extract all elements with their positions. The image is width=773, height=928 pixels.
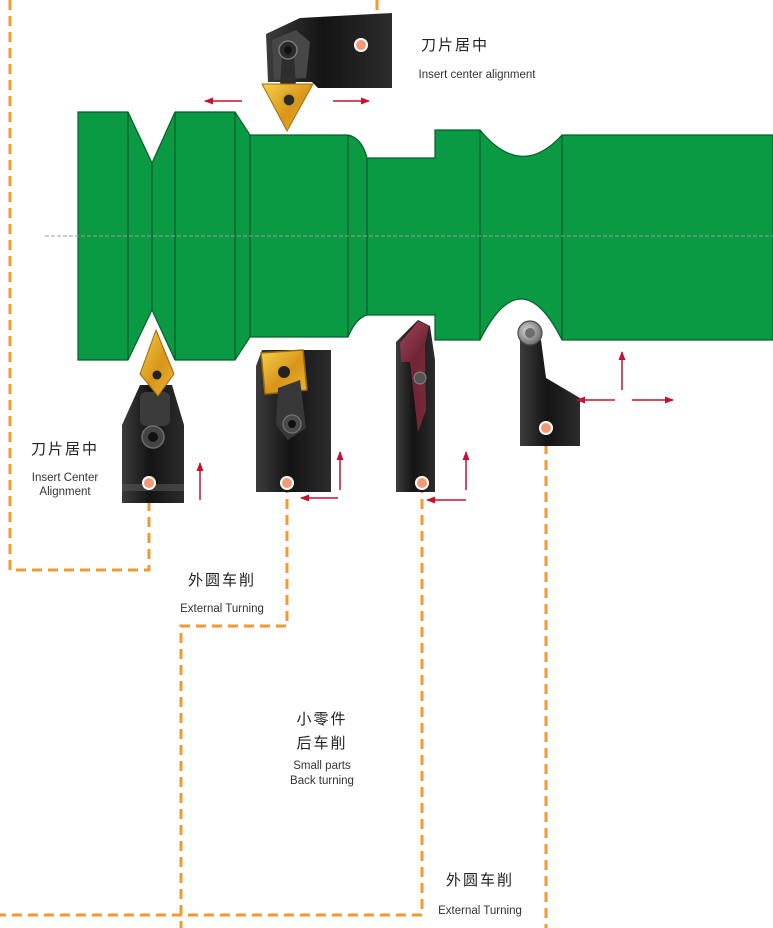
clamp-arm bbox=[280, 56, 296, 86]
marker-dot-external-turning-2 bbox=[539, 421, 553, 435]
top-tool-label-zh: 刀片居中 bbox=[421, 36, 489, 54]
back-turning-label-zh-line2: 后车削 bbox=[296, 734, 347, 752]
left-tool-label-en-line1: Insert Center bbox=[32, 472, 99, 484]
triangular-insert bbox=[261, 83, 314, 132]
clamp-screw-icon bbox=[413, 371, 427, 385]
leader-line-left-tool bbox=[8, 0, 151, 572]
top-tool-label-en: Insert center alignment bbox=[419, 69, 537, 81]
top-tool bbox=[261, 13, 392, 132]
external-turning-label-1-zh: 外圆车削 bbox=[188, 571, 256, 589]
external-turning-label-2-en: External Turning bbox=[438, 905, 522, 917]
insert-screw-icon bbox=[525, 328, 535, 338]
marker-dot-left-tool bbox=[142, 476, 156, 490]
clamp-screw-head bbox=[148, 432, 158, 442]
insert-edge-streak bbox=[410, 345, 426, 432]
back-turning-tool bbox=[396, 320, 435, 492]
back-turning-label-zh-line1: 小零件 bbox=[296, 710, 347, 728]
back-turning-label-en-line2: Back turning bbox=[290, 775, 354, 787]
leader-line-external-turning-1 bbox=[179, 483, 289, 928]
tool-holder bbox=[520, 340, 580, 446]
clamp-screw-head bbox=[288, 420, 296, 428]
external-turning-tool-1 bbox=[256, 349, 331, 492]
marker-dot-external-turning-1 bbox=[280, 476, 294, 490]
external-turning-label-2-zh: 外圆车削 bbox=[446, 871, 514, 889]
left-tool-label-en-line2: Alignment bbox=[39, 486, 91, 498]
grooving-insert bbox=[400, 321, 429, 362]
diamond-insert bbox=[139, 329, 175, 397]
left-tool-label-zh: 刀片居中 bbox=[31, 440, 99, 458]
marker-dot-back-turning bbox=[415, 476, 429, 490]
external-turning-label-1-en: External Turning bbox=[180, 603, 264, 615]
insert-screw-icon bbox=[152, 370, 162, 380]
clamp-screw-head bbox=[284, 46, 292, 54]
external-turning-tool-2 bbox=[517, 320, 580, 446]
back-turning-label-en-line1: Small parts bbox=[293, 760, 351, 772]
marker-dot-top-tool bbox=[354, 38, 368, 52]
clamp-plate bbox=[140, 392, 170, 426]
insert-screw-icon bbox=[278, 366, 290, 378]
insert-screw-icon bbox=[282, 93, 296, 107]
leader-line-back-turning bbox=[0, 483, 424, 917]
